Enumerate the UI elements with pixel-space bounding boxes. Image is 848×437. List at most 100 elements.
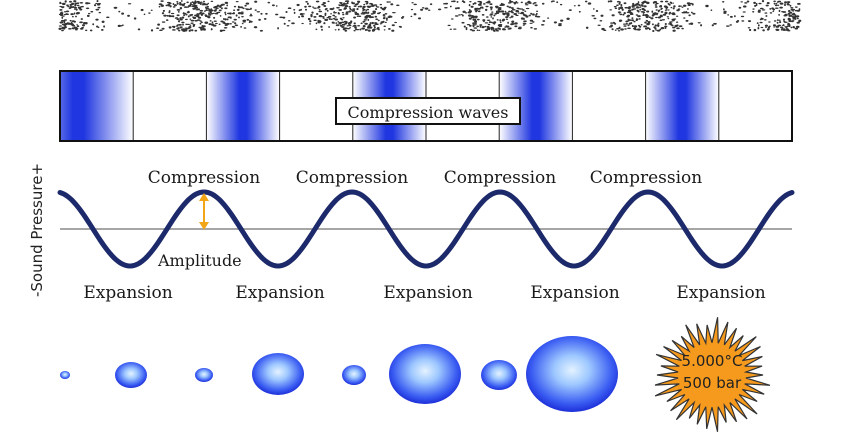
particle-dot xyxy=(219,14,222,17)
particle-dot xyxy=(371,29,375,32)
particle-dot xyxy=(170,12,175,15)
particle-dot xyxy=(505,16,509,18)
particle-dot xyxy=(769,12,773,14)
particle-dot xyxy=(76,25,80,28)
particle-dot xyxy=(476,25,480,28)
particle-dot xyxy=(231,12,236,15)
particle-dot xyxy=(84,22,88,25)
particle-dot xyxy=(177,20,181,23)
particle-dot xyxy=(640,24,643,26)
particle-dot xyxy=(746,0,750,3)
particle-dot xyxy=(593,8,595,10)
particle-dot xyxy=(182,29,186,32)
particle-dot xyxy=(660,27,665,30)
particle-dot xyxy=(669,21,672,23)
particle-dot xyxy=(218,23,221,26)
particle-dot xyxy=(723,10,727,13)
particle-dot xyxy=(192,16,195,18)
particle-dot xyxy=(504,26,507,28)
particle-dot xyxy=(310,14,313,16)
particle-dot xyxy=(672,26,676,29)
particle-dot xyxy=(429,3,433,6)
particle-dot xyxy=(324,18,329,21)
particle-dot xyxy=(282,16,286,19)
particle-dot xyxy=(507,2,512,4)
particle-dot xyxy=(305,1,308,3)
particle-dot xyxy=(484,8,488,12)
particle-dot xyxy=(392,11,396,14)
particle-dot xyxy=(798,19,802,22)
particle-dot xyxy=(187,15,190,18)
particle-dot xyxy=(90,10,94,13)
particle-dot xyxy=(754,4,757,7)
particle-dot xyxy=(331,21,335,23)
particle-dot xyxy=(85,7,90,10)
particle-dot xyxy=(199,22,202,25)
particle-dot xyxy=(304,5,307,8)
particle-dot xyxy=(472,25,475,28)
particle-dot xyxy=(760,26,764,29)
particle-dot xyxy=(225,22,230,25)
particle-dot xyxy=(515,9,519,12)
particle-dot xyxy=(500,2,503,6)
particle-dot xyxy=(643,25,648,28)
particle-dot xyxy=(759,18,762,21)
particle-dot xyxy=(215,12,219,15)
particle-dot xyxy=(587,2,592,5)
particle-dot xyxy=(476,29,479,31)
particle-dot xyxy=(335,22,338,24)
compression-zone xyxy=(206,71,280,141)
particle-dot xyxy=(660,0,664,3)
particle-density-band xyxy=(58,0,802,33)
particle-dot xyxy=(481,6,484,9)
particle-dot xyxy=(226,4,229,7)
particle-dot xyxy=(199,9,204,12)
particle-dot xyxy=(772,10,775,13)
particle-dot xyxy=(672,29,676,32)
particle-dot xyxy=(444,2,449,5)
particle-dot xyxy=(76,4,80,7)
particle-dot xyxy=(637,15,641,18)
particle-dot xyxy=(450,18,454,20)
particle-dot xyxy=(481,14,485,16)
particle-dot xyxy=(495,30,500,32)
particle-dot xyxy=(362,9,365,12)
particle-dot xyxy=(688,14,691,17)
particle-dot xyxy=(700,24,703,27)
particle-dot xyxy=(476,18,480,21)
particle-dot xyxy=(755,2,758,6)
particle-dot xyxy=(75,8,78,11)
particle-dot xyxy=(577,4,581,7)
particle-dot xyxy=(790,7,794,9)
particle-dot xyxy=(627,27,631,30)
particle-dot xyxy=(351,1,354,4)
particle-dot xyxy=(465,26,468,30)
particle-dot xyxy=(220,7,223,10)
particle-dot xyxy=(205,9,209,12)
particle-dot xyxy=(508,10,511,13)
particle-dot xyxy=(752,8,755,10)
particle-dot xyxy=(66,4,69,7)
particle-dot xyxy=(744,2,748,4)
particle-dot xyxy=(189,3,192,6)
particle-dot xyxy=(354,28,358,30)
particle-dot xyxy=(380,6,383,9)
particle-dot xyxy=(253,26,258,29)
particle-dot xyxy=(682,11,686,14)
particle-dot xyxy=(181,21,185,24)
particle-dot xyxy=(516,2,519,4)
particle-dot xyxy=(321,28,323,31)
bubble-4 xyxy=(252,353,304,395)
particle-dot xyxy=(620,28,624,31)
particle-dot xyxy=(172,29,176,31)
particle-dot xyxy=(622,13,625,16)
particle-dot xyxy=(461,0,465,3)
particle-dot xyxy=(365,2,368,5)
particle-dot xyxy=(584,0,588,3)
particle-dot xyxy=(379,23,382,25)
particle-dot xyxy=(181,28,183,31)
particle-dot xyxy=(460,13,463,16)
particle-dot xyxy=(339,1,342,4)
particle-dot xyxy=(387,16,391,19)
particle-dot xyxy=(479,25,482,28)
